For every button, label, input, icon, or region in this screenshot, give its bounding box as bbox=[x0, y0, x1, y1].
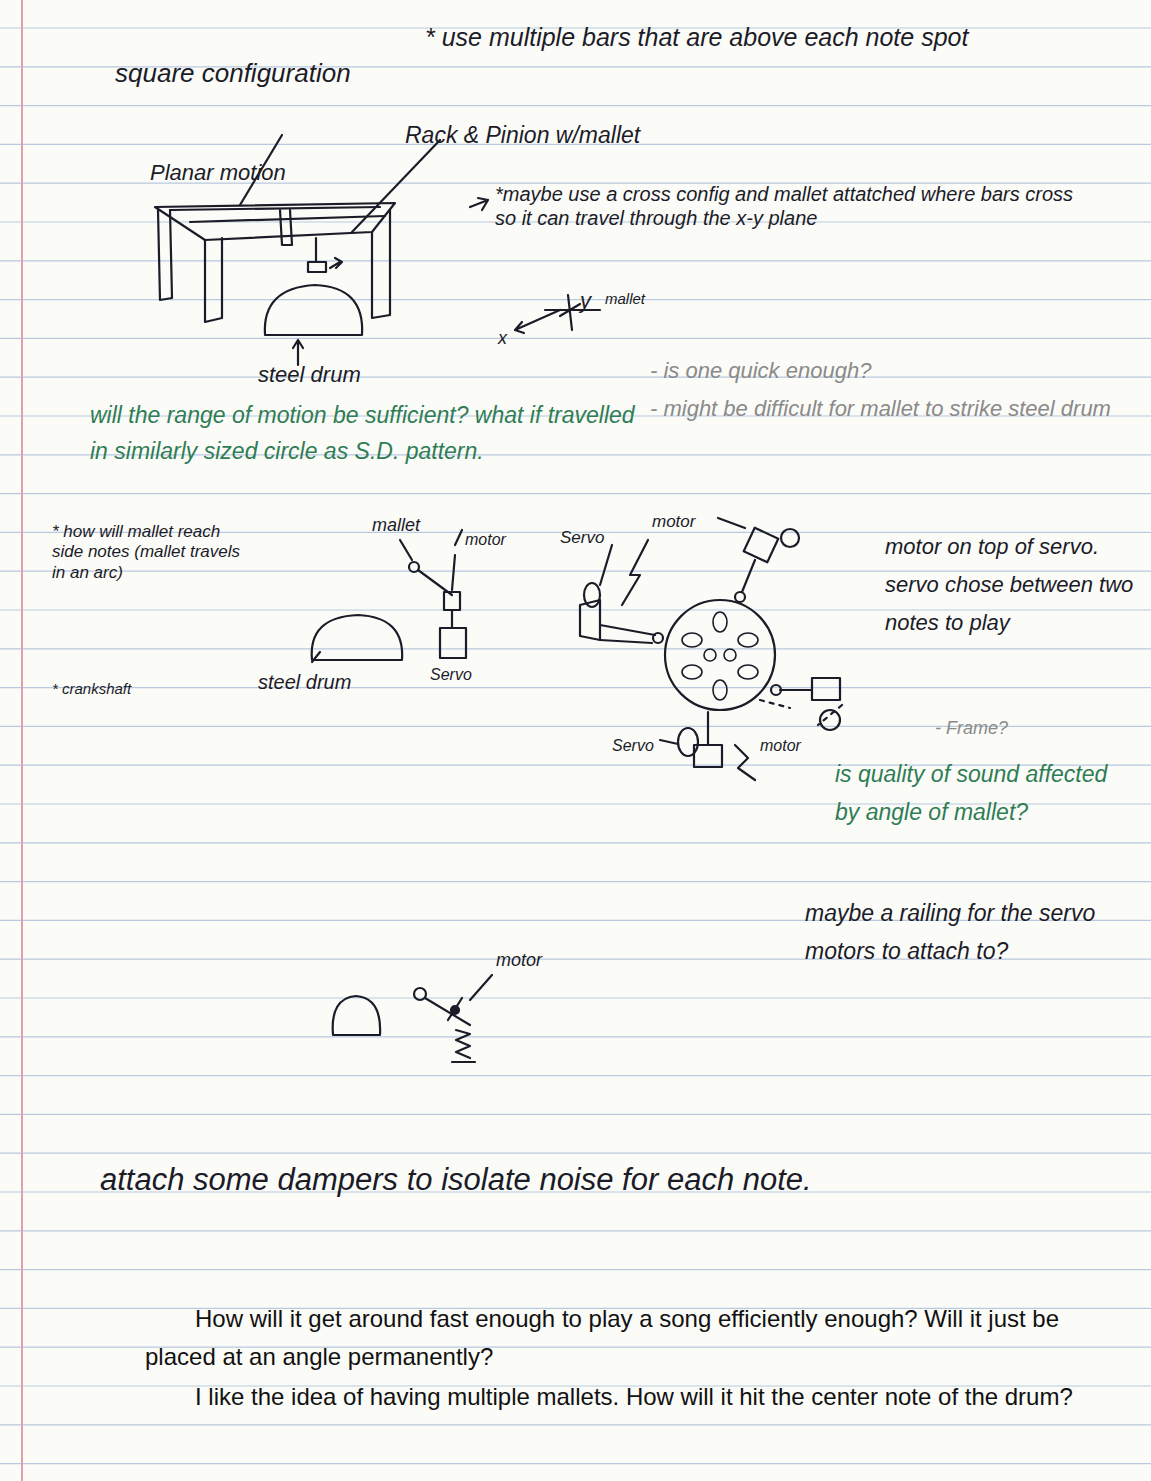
leader-arrow bbox=[718, 518, 745, 528]
leader-line bbox=[470, 975, 492, 1000]
motor-box bbox=[584, 583, 600, 607]
pencil-note: - might be difficult for mallet to strik… bbox=[650, 396, 1140, 422]
note-text: * use multiple bars that are above each … bbox=[425, 22, 1125, 52]
note-text: * crankshaft bbox=[52, 680, 222, 698]
motor-box bbox=[444, 592, 460, 610]
typed-comment: I like the idea of having multiple malle… bbox=[145, 1378, 1105, 1416]
part-label: motor bbox=[760, 736, 840, 755]
pivot bbox=[451, 1006, 459, 1014]
note-text: attach some dampers to isolate noise for… bbox=[100, 1160, 1110, 1200]
axis-label: x bbox=[498, 328, 528, 350]
frame-leg bbox=[372, 210, 390, 318]
part-label: Servo bbox=[612, 736, 682, 755]
cross-config bbox=[545, 295, 600, 330]
note-ovals bbox=[682, 612, 758, 700]
frame-leg bbox=[205, 238, 222, 322]
mallet-arm bbox=[780, 689, 812, 691]
part-label: steel drum bbox=[258, 670, 408, 694]
motor-hub bbox=[781, 529, 799, 547]
mallet-head bbox=[771, 685, 781, 695]
margin-line bbox=[21, 0, 23, 1481]
mallet-arm bbox=[600, 625, 655, 643]
note-text: maybe a railing for the servo motors to … bbox=[805, 895, 1125, 971]
motor-box bbox=[678, 728, 698, 756]
leader-line bbox=[600, 540, 648, 605]
frame-leg bbox=[158, 210, 172, 300]
servo-box bbox=[440, 628, 466, 658]
mallet-arm bbox=[742, 560, 755, 592]
typed-comment: How will it get around fast enough to pl… bbox=[145, 1300, 1105, 1377]
green-note: will the range of motion be sufficient? … bbox=[90, 398, 650, 469]
part-label: Rack & Pinion w/mallet bbox=[405, 122, 785, 150]
ruled-line bbox=[0, 571, 1151, 572]
ruled-line bbox=[0, 260, 1151, 261]
spring bbox=[452, 1030, 475, 1062]
arrow-mark bbox=[330, 258, 342, 268]
note-text: motor on top of servo. servo chose betwe… bbox=[885, 528, 1140, 641]
ruled-line bbox=[0, 1036, 1151, 1037]
ruled-line bbox=[0, 687, 1151, 688]
mallet-head bbox=[653, 633, 663, 643]
servo-box bbox=[694, 745, 722, 767]
ruled-line bbox=[0, 1230, 1151, 1231]
ruled-line bbox=[0, 1114, 1151, 1115]
ruled-line bbox=[0, 1463, 1151, 1464]
ruled-line bbox=[0, 842, 1151, 843]
steel-drum bbox=[312, 615, 402, 660]
part-label: Planar motion bbox=[150, 160, 370, 186]
steel-drum bbox=[265, 285, 362, 335]
rack-pinion-mallet bbox=[308, 238, 326, 272]
part-label: Servo bbox=[430, 665, 500, 684]
motor-box bbox=[744, 528, 779, 563]
ruled-lines bbox=[0, 28, 1151, 1464]
axis-arrow bbox=[515, 310, 560, 333]
leader-line bbox=[760, 700, 842, 725]
pencil-note: - is one quick enough? bbox=[650, 358, 1130, 384]
leader-arrow bbox=[293, 340, 303, 365]
leader-line bbox=[735, 745, 755, 780]
part-label: Servo bbox=[560, 528, 630, 548]
drum-top-view bbox=[665, 600, 775, 710]
steel-drum bbox=[333, 996, 380, 1035]
leader-line bbox=[660, 740, 678, 744]
note-text: *maybe use a cross config and mallet att… bbox=[495, 182, 1095, 230]
ruled-line bbox=[0, 997, 1151, 998]
mallet-head bbox=[735, 592, 745, 602]
frame-leg bbox=[280, 210, 292, 245]
part-label: motor bbox=[465, 530, 535, 549]
ruled-line bbox=[0, 105, 1151, 106]
mallet-arm bbox=[707, 712, 709, 745]
ruled-line bbox=[0, 1424, 1151, 1425]
ruled-line bbox=[0, 1075, 1151, 1076]
note-mark bbox=[312, 652, 320, 662]
servo-box bbox=[812, 678, 840, 700]
frame-bars bbox=[170, 207, 385, 222]
pencil-note: - Frame? bbox=[935, 718, 1075, 740]
ruled-line bbox=[0, 1269, 1151, 1270]
part-label: motor bbox=[496, 950, 586, 972]
green-note: is quality of sound affected by angle of… bbox=[835, 756, 1125, 832]
frame-top bbox=[155, 203, 395, 240]
note-text: * how will mallet reach side notes (mall… bbox=[52, 522, 242, 583]
part-label: steel drum bbox=[258, 362, 438, 388]
ruled-line bbox=[0, 1153, 1151, 1154]
ruled-line bbox=[0, 299, 1151, 300]
ruled-line bbox=[0, 648, 1151, 649]
leader-arrow bbox=[470, 198, 488, 210]
part-label: motor bbox=[652, 512, 722, 532]
mallet-arm bbox=[425, 998, 470, 1025]
note-heading: square configuration bbox=[115, 58, 415, 89]
ruled-line bbox=[0, 338, 1151, 339]
ruled-line bbox=[0, 881, 1151, 882]
part-label: mallet bbox=[372, 515, 452, 537]
ruled-line bbox=[0, 493, 1151, 494]
part-label: mallet bbox=[605, 290, 685, 308]
shaft bbox=[451, 610, 453, 628]
leader-line bbox=[400, 530, 462, 590]
ruled-line bbox=[0, 377, 1151, 378]
leader-line bbox=[352, 140, 440, 232]
